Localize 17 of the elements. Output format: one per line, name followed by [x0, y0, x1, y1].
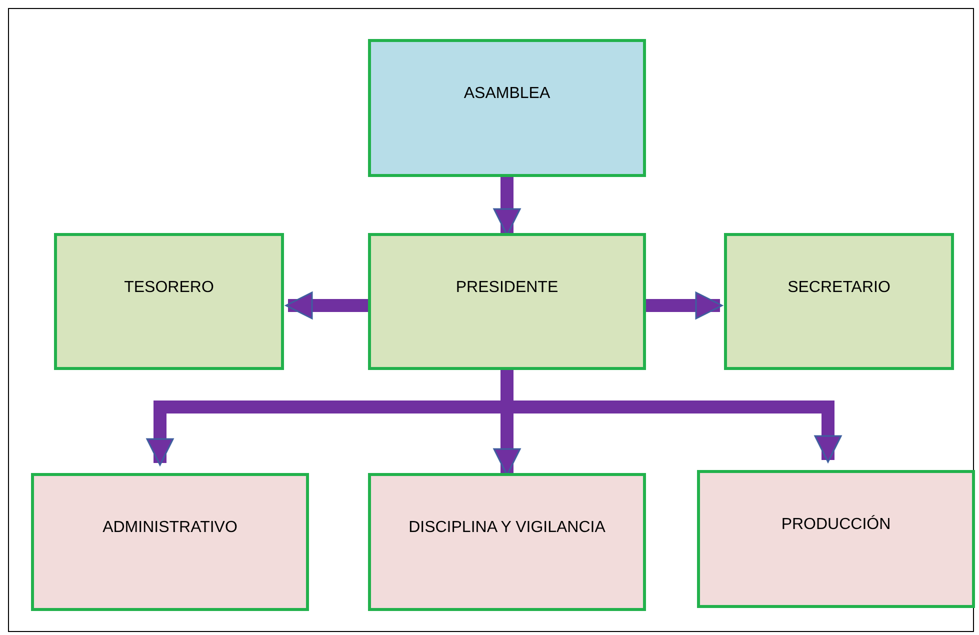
box-label: ADMINISTRATIVO [102, 518, 238, 538]
arrow [493, 177, 521, 236]
box-label: SECRETARIO [786, 278, 892, 298]
org-box [697, 470, 975, 608]
box-label: DISCIPLINA Y VIGILANCIA [408, 518, 606, 538]
box-label: PRODUCCIÓN [780, 514, 892, 535]
org-box [368, 39, 646, 177]
org-box [368, 233, 646, 370]
org-box [31, 473, 309, 611]
box-label: PRESIDENTE [454, 278, 560, 298]
org-box [368, 473, 646, 611]
box-label: TESORERO [123, 278, 215, 298]
org-box [724, 233, 954, 370]
org-box [54, 233, 284, 370]
box-label: ASAMBLEA [462, 84, 552, 104]
arrow [646, 292, 723, 320]
arrow [285, 292, 368, 320]
